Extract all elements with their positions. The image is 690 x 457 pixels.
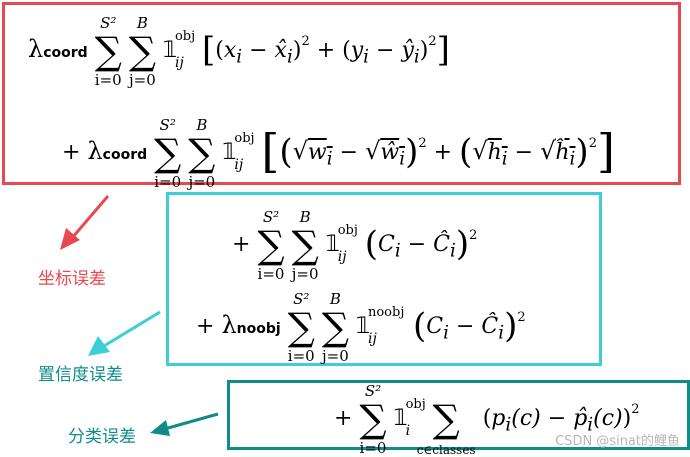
confidence-arrow-icon	[88, 310, 161, 356]
class-error-box	[227, 380, 690, 450]
confidence-error-label: 置信度误差	[38, 365, 123, 385]
coord-arrow-icon	[60, 195, 110, 250]
watermark: CSDN @sinat的鲤鱼	[555, 434, 680, 449]
class-error-label: 分类误差	[68, 427, 136, 447]
coord-error-label: 坐标误差	[38, 269, 106, 289]
class-arrow-icon	[150, 412, 219, 436]
confidence-error-box	[166, 192, 602, 366]
coord-error-box	[2, 2, 681, 185]
